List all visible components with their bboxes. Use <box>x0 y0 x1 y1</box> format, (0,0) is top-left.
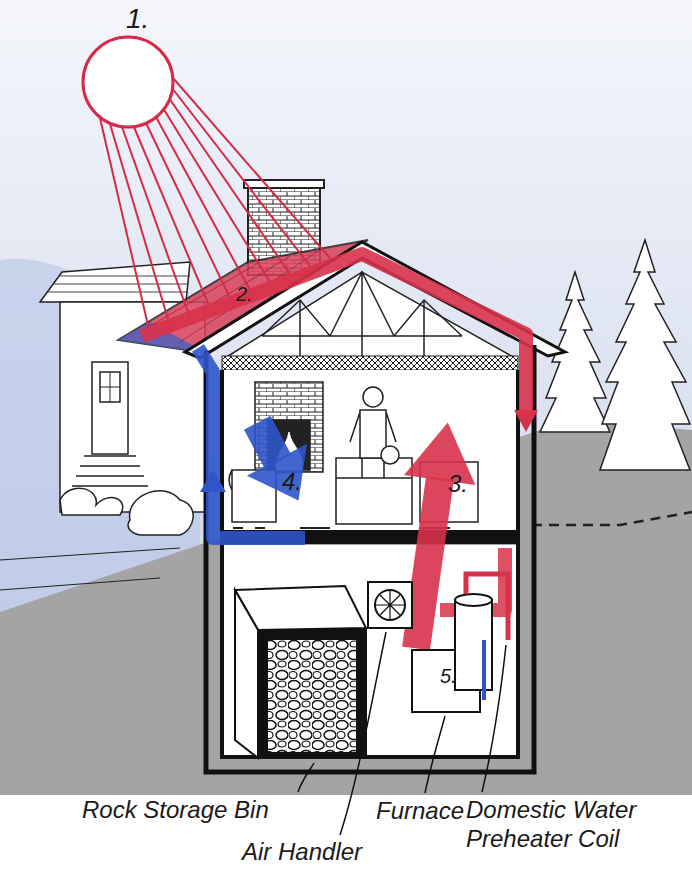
red-air-duct <box>440 548 505 610</box>
blue-air-duct <box>198 348 329 538</box>
red-air-duct <box>404 418 483 485</box>
house-cutaway <box>222 370 518 530</box>
chimney <box>244 180 324 188</box>
callout-number: 4. <box>282 468 302 497</box>
sun <box>83 37 330 334</box>
blue-air-duct <box>227 407 328 517</box>
living-room <box>381 446 399 464</box>
domestic-water-preheater <box>455 600 492 690</box>
blue-air-duct <box>247 444 329 517</box>
neighbour-house <box>40 262 190 302</box>
air-handler <box>376 591 404 619</box>
air-handler <box>368 582 412 628</box>
living-room <box>233 527 450 529</box>
neighbour-house <box>0 548 180 590</box>
part-label: Furnace <box>376 797 464 826</box>
sun <box>172 88 310 266</box>
neighbour-house <box>60 488 123 515</box>
sun <box>134 127 210 308</box>
rock-storage-bin <box>258 630 366 758</box>
neighbour-house <box>72 456 148 486</box>
red-air-duct <box>514 410 538 432</box>
part-label: Air Handler <box>242 838 362 867</box>
rock-storage-bin <box>235 590 258 758</box>
sun <box>156 117 250 290</box>
callout-number: 2. <box>236 282 253 306</box>
domestic-water-preheater <box>455 594 492 606</box>
rock-storage-bin <box>235 586 366 758</box>
callout-number: 3. <box>448 470 468 499</box>
house-cutaway <box>222 545 518 757</box>
living-room <box>350 410 396 478</box>
neighbour-house <box>100 372 120 402</box>
domestic-water-preheater <box>482 640 486 700</box>
sun <box>100 118 150 334</box>
part-label: Rock Storage Bin <box>82 796 269 825</box>
domestic-water-preheater <box>466 574 508 640</box>
pine-trees <box>600 240 690 470</box>
callout-number: 1. <box>126 2 149 36</box>
living-room <box>336 458 412 524</box>
neighbour-house <box>128 491 193 535</box>
sun <box>83 37 173 127</box>
part-label: Domestic Water Preheater Coil <box>466 796 666 854</box>
ground <box>532 512 692 525</box>
living-room <box>363 387 383 407</box>
callout-number: 5. <box>440 664 457 688</box>
air-handler <box>368 582 412 628</box>
neighbour-house <box>92 362 128 454</box>
neighbour-house <box>48 276 190 292</box>
roof <box>222 356 518 370</box>
red-air-duct <box>142 254 538 653</box>
sun <box>122 127 190 318</box>
house-cutaway <box>222 370 518 757</box>
sun <box>173 78 330 258</box>
leader-lines <box>425 716 445 793</box>
red-air-duct <box>142 254 526 412</box>
air-handler <box>375 590 405 620</box>
leader-lines <box>298 763 314 792</box>
domestic-water-preheater <box>455 574 508 700</box>
neighbour-house <box>100 372 120 402</box>
sun <box>169 98 290 274</box>
rock-storage-bin <box>268 640 356 752</box>
blue-air-duct <box>198 348 305 538</box>
blue-air-duct <box>200 470 226 492</box>
leader-lines <box>482 645 506 792</box>
pine-trees <box>540 240 690 470</box>
